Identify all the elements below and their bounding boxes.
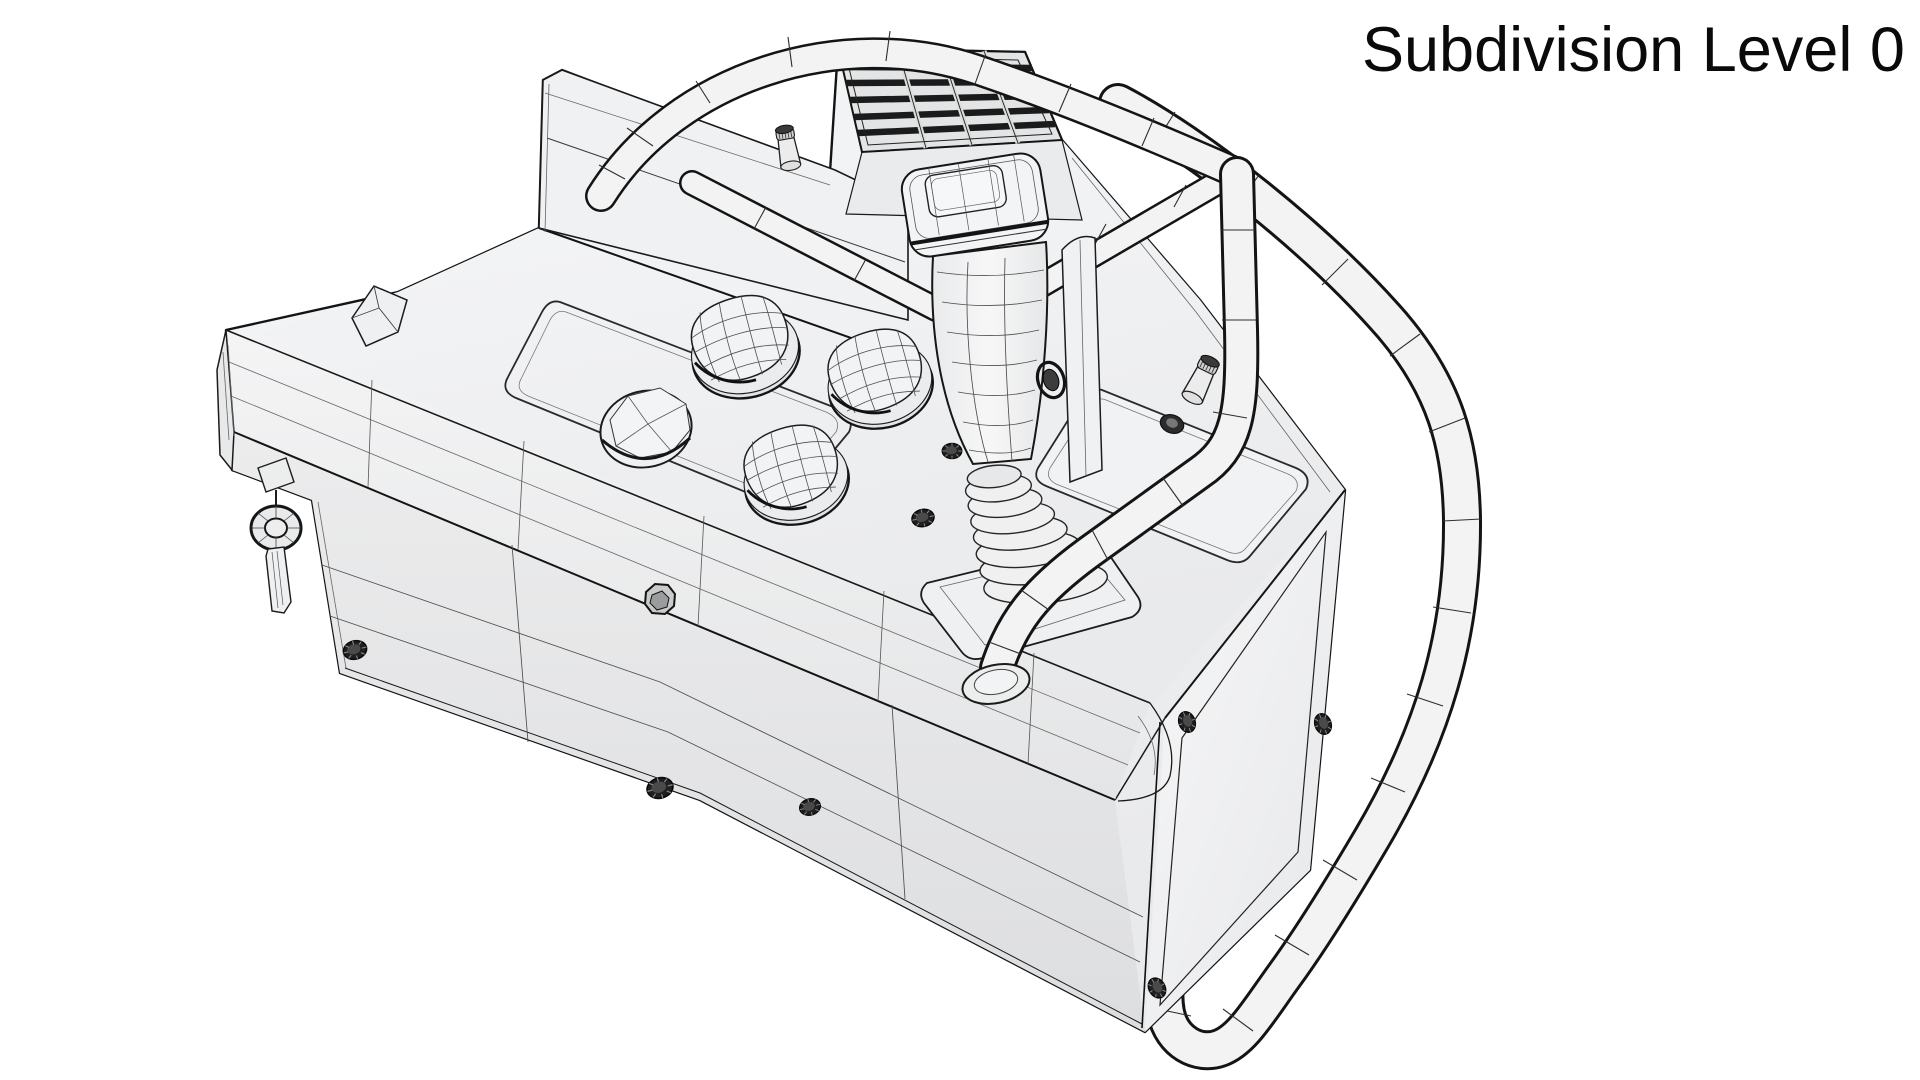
shaft-screw: [941, 442, 963, 460]
hex-bolt: [643, 582, 677, 616]
right-face: [1145, 490, 1345, 1032]
front-face: [232, 432, 1145, 1032]
left-bracket: [351, 285, 408, 347]
front-face-seams: [321, 544, 1144, 963]
knurled-ring: [1159, 413, 1185, 435]
support-rail-left: [679, 170, 949, 322]
faceted-dome: [599, 387, 693, 469]
joystick-shaft: [931, 240, 1049, 466]
tube-mount: [961, 663, 1031, 705]
key-fob: [249, 457, 303, 614]
joystick: [900, 152, 1142, 660]
top-handle-bar: [585, 30, 1253, 212]
mount-fin: [1061, 235, 1103, 484]
front-handle-tube: [961, 156, 1260, 705]
joystick-side-port: [1035, 360, 1067, 400]
joystick-head: [900, 152, 1050, 258]
tube-segment-lines: [1152, 111, 1482, 1032]
right-handle-loop: [1098, 83, 1483, 1071]
subdivision-level-caption: Subdivision Level 0: [1362, 15, 1905, 85]
